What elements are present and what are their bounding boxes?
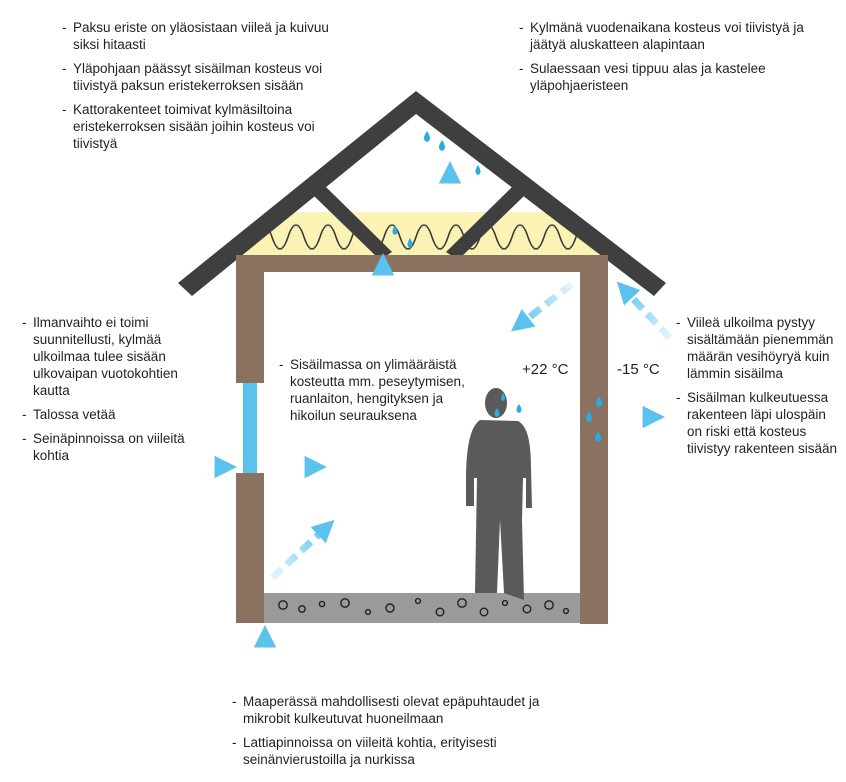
note-item: Lattiapinnoissa on viileitä kohtia, erit…: [232, 734, 572, 768]
notes-roof-right: Kylmänä vuodenaikana kosteus voi tiivist…: [519, 19, 809, 101]
left-wall-lower: [236, 473, 264, 623]
roof-truss-right: [446, 187, 525, 260]
arrow-cold-draft: [510, 281, 575, 332]
arrow-outside-air: [616, 281, 673, 341]
note-item: Sisäilman kulkeutuessa rakenteen läpi ul…: [676, 389, 841, 457]
person-icon: [466, 388, 532, 600]
note-item: Sisäilmassa on ylimääräistä kosteutta mm…: [279, 356, 469, 424]
note-item: Seinäpinnoissa on viileitä kohtia: [22, 430, 212, 464]
note-item: Maaperässä mahdollisesti olevat epäpuhta…: [232, 693, 572, 727]
floor-slab: [264, 593, 580, 623]
note-item: Viileä ulkoilma pystyy sisältämään piene…: [676, 314, 841, 382]
right-wall: [580, 272, 608, 624]
notes-roof-left: Paksu eriste on yläosistaan viileä ja ku…: [62, 19, 337, 159]
window: [243, 383, 257, 473]
note-item: Yläpohjaan päässyt sisäilman kosteus voi…: [62, 60, 337, 94]
attic-insulation: [237, 212, 605, 255]
temp-inside: +22 °C: [522, 361, 569, 378]
note-item: Kattorakenteet toimivat kylmäsiltoina er…: [62, 101, 337, 152]
note-item: Paksu eriste on yläosistaan viileä ja ku…: [62, 19, 337, 53]
notes-center: Sisäilmassa on ylimääräistä kosteutta mm…: [279, 356, 469, 431]
floor-stones: [278, 597, 570, 617]
note-item: Ilmanvaihto ei toimi suunnitellusti, kyl…: [22, 314, 212, 399]
insulation-coil: [255, 224, 593, 250]
notes-right: Viileä ulkoilma pystyy sisältämään piene…: [676, 314, 841, 464]
roof-truss-left: [313, 187, 392, 260]
ceiling-beam: [236, 255, 608, 272]
notes-bottom: Maaperässä mahdollisesti olevat epäpuhta…: [232, 693, 572, 775]
water-drops: [392, 131, 602, 442]
note-item: Talossa vetää: [22, 406, 212, 423]
temp-outside: -15 °C: [617, 361, 660, 378]
left-wall-upper: [236, 272, 264, 383]
airflow-arrows: [128, 161, 673, 695]
arrow-diag-corner: [269, 519, 335, 581]
note-item: Sulaessaan vesi tippuu alas ja kastelee …: [519, 60, 809, 94]
note-item: Kylmänä vuodenaikana kosteus voi tiivist…: [519, 19, 809, 53]
notes-left: Ilmanvaihto ei toimi suunnitellusti, kyl…: [22, 314, 212, 471]
